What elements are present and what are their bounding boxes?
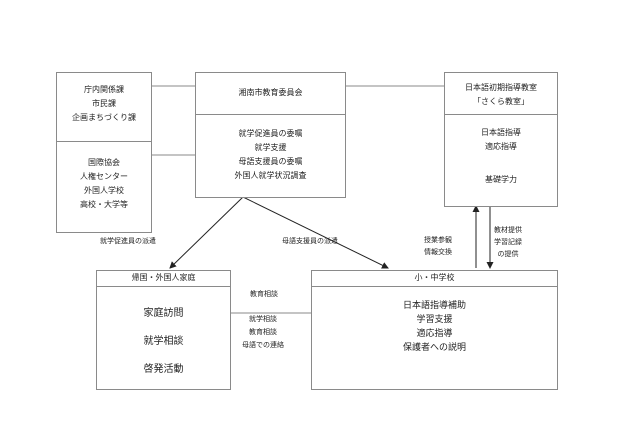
school-title: 小・中学校 [414,273,455,282]
sakura-title: 日本語初期指導教室 「さくら教室」 [445,81,557,109]
materials-label: 教材提供 学習記録 の提供 [494,224,522,260]
intl-line: 高校・大学等 [80,200,128,209]
intl-line: 国際協会 [88,158,120,167]
family-line: 啓発活動 [143,364,184,375]
school-divider [312,286,557,287]
materials-line: の提供 [497,250,519,258]
consult-list-line: 教育相談 [249,328,277,336]
class-visit-label: 授業参観 情報交換 [424,234,452,258]
board-box: 湘南市教育委員会 就学促進員の委嘱 就学支援 母語支援員の委嘱 外国人就学状況調… [195,72,346,198]
board-title: 湘南市教育委員会 [238,88,303,97]
materials-line: 学習記録 [494,238,522,246]
arrow-board-to-school [242,196,389,269]
sakura-title-line: 「さくら教室」 [473,97,529,106]
board-line: 外国人就学状況調査 [234,171,307,180]
school-line: 適応指導 [416,329,453,339]
consult-list-line: 就学相談 [249,315,277,323]
intl-lines: 国際協会 人権センター 外国人学校 高校・大学等 [57,156,151,212]
office-line: 市民課 [92,99,116,108]
class-visit-line: 情報交換 [424,248,452,256]
sakura-box: 日本語初期指導教室 「さくら教室」 日本語指導 適応指導 基礎学力 [444,72,558,207]
promoter-dispatch-label: 就学促進員の派遣 [100,237,156,245]
family-title: 帰国・外国人家庭 [131,273,196,282]
sakura-lines: 日本語指導 適応指導 [445,126,557,154]
board-lines: 就学促進員の委嘱 就学支援 母語支援員の委嘱 外国人就学状況調査 [196,127,345,183]
consult-list-label: 就学相談 教育相談 母語での連絡 [232,313,294,352]
sakura-divider [445,114,557,115]
class-visit-line: 授業参観 [424,236,452,244]
materials-line: 教材提供 [494,226,522,234]
school-box: 小・中学校 日本語指導補助 学習支援 適応指導 保護者への説明 [311,270,558,390]
office-line: 庁内関係課 [84,85,124,94]
school-lines: 日本語指導補助 学習支援 適応指導 保護者への説明 [312,299,557,355]
board-divider [196,114,345,115]
sakura-line: 日本語指導 [481,128,521,137]
office-lines: 庁内関係課 市民課 企画まちづくり課 [57,83,151,125]
consult-list-line: 母語での連絡 [242,341,284,349]
family-divider [97,286,230,287]
intl-box: 国際協会 人権センター 外国人学校 高校・大学等 [56,141,152,233]
intl-line: 人権センター [80,172,128,181]
arrow-board-to-family [169,196,244,269]
edu-consult-label: 教育相談 [250,290,278,298]
family-line: 家庭訪問 [143,308,184,319]
family-line: 就学相談 [143,336,184,347]
sakura-line: 適応指導 [485,142,517,151]
intl-line: 外国人学校 [84,186,124,195]
board-line: 母語支援員の委嘱 [238,157,303,166]
family-box: 帰国・外国人家庭 家庭訪問 就学相談 啓発活動 [96,270,231,390]
sakura-title-line: 日本語初期指導教室 [465,83,537,92]
office-box: 庁内関係課 市民課 企画まちづくり課 [56,72,152,142]
school-line: 学習支援 [416,315,453,325]
mother-tongue-dispatch-label: 母語支援員の派遣 [282,237,338,245]
board-line: 就学促進員の委嘱 [238,129,303,138]
school-line: 日本語指導補助 [402,301,466,311]
school-line: 保護者への説明 [402,343,466,353]
sakura-extra: 基礎学力 [485,175,517,184]
board-line: 就学支援 [254,143,287,152]
office-line: 企画まちづくり課 [72,113,136,122]
